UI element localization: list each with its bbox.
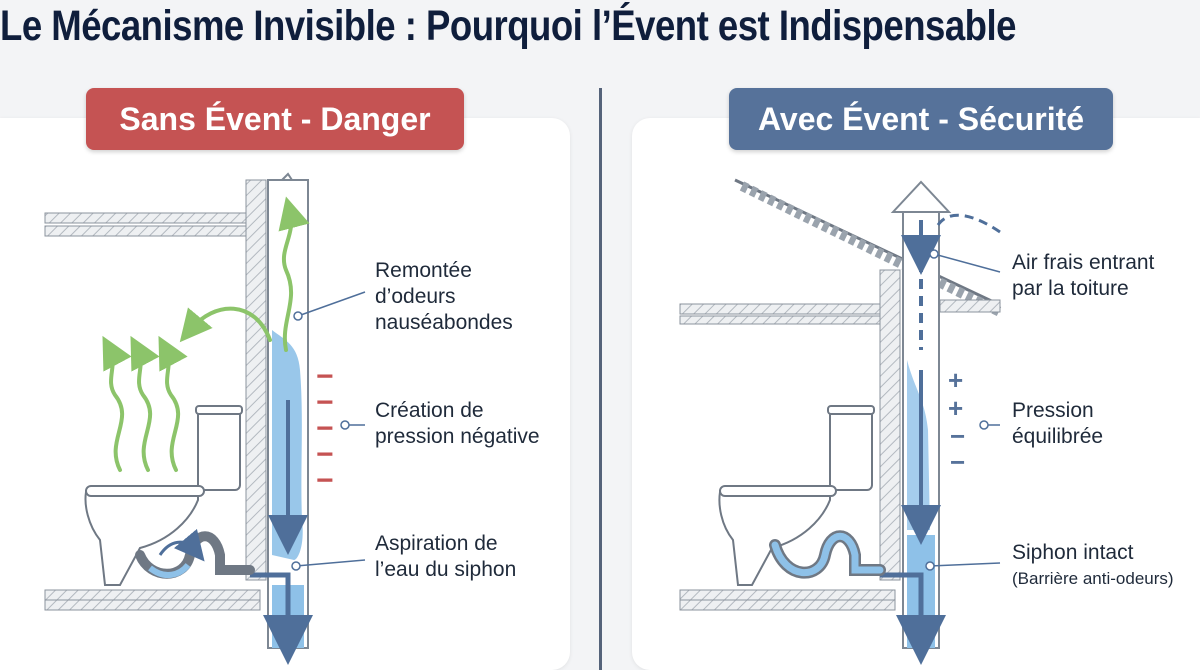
label-line: Pression [1012, 399, 1094, 422]
label-negative-pressure: Création de pression négative [375, 398, 540, 450]
pressure-sign-minus: − [316, 438, 334, 471]
pressure-sign-minus: − [316, 464, 334, 497]
pressure-sign-plus: + [948, 365, 963, 395]
right-callouts [925, 249, 1001, 571]
right-water-column [880, 213, 1001, 665]
center-divider [599, 88, 602, 670]
label-line: Création de [375, 399, 484, 422]
label-balanced-pressure: Pression équilibrée [1012, 398, 1103, 450]
left-toilet [84, 405, 255, 586]
label-line: Siphon intact [1012, 541, 1134, 564]
label-line: (Barrière anti-odeurs) [1012, 569, 1174, 588]
label-line: Aspiration de [375, 532, 498, 555]
label-line: l’eau du siphon [375, 558, 517, 581]
label-line: nauséabondes [375, 311, 513, 334]
label-line: Remontée [375, 259, 472, 282]
pressure-sign-plus: + [948, 393, 963, 423]
label-fresh-air: Air frais entrant par la toiture [1012, 250, 1154, 302]
page-title: Le Mécanisme Invisible : Pourquoi l’Éven… [0, 2, 1016, 50]
label-odor-rise: Remontée d’odeurs nauséabondes [375, 258, 513, 336]
pressure-sign-minus: − [316, 360, 334, 393]
pressure-sign-minus: − [950, 421, 965, 451]
right-toilet [718, 405, 886, 586]
label-line: d’odeurs [375, 285, 456, 308]
label-line: Air frais entrant [1012, 251, 1155, 274]
badge-with-vent: Avec Évent - Sécurité [729, 88, 1113, 150]
label-line: pression négative [375, 425, 540, 448]
badge-without-vent: Sans Évent - Danger [86, 88, 464, 150]
left-water-column [250, 330, 313, 665]
pressure-sign-minus: − [950, 447, 965, 477]
odor-arrows [102, 196, 310, 472]
pressure-sign-minus: − [316, 412, 334, 445]
pressure-sign-minus: − [316, 386, 334, 419]
label-siphon-intact: Siphon intact (Barrière anti-odeurs) [1012, 540, 1174, 592]
label-line: par la toiture [1012, 277, 1129, 300]
right-pressure-signs: + + − − [948, 365, 965, 477]
label-siphon-suction: Aspiration de l’eau du siphon [375, 531, 516, 583]
label-line: équilibrée [1012, 425, 1104, 448]
left-callouts [291, 291, 366, 571]
left-pressure-signs: − − − − − [316, 360, 334, 497]
